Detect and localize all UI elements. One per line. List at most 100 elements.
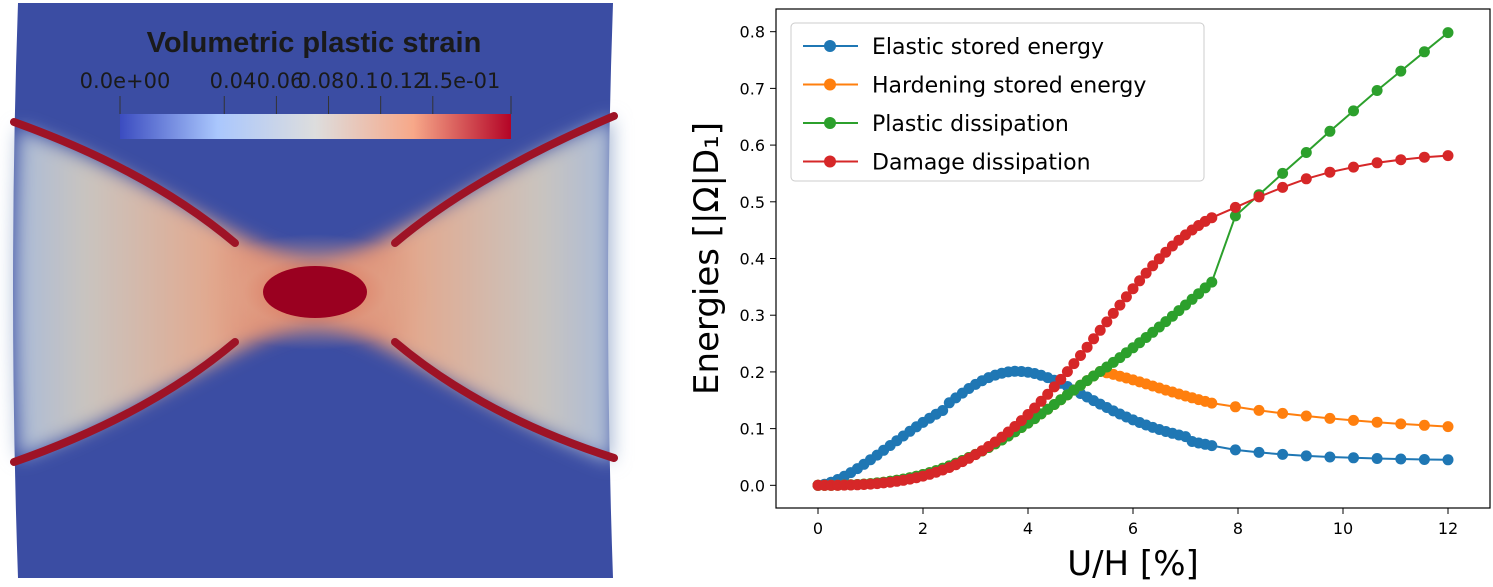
data-point [1140, 267, 1152, 279]
data-point [1035, 395, 1047, 407]
data-point [1120, 291, 1132, 303]
colorbar-tick-label: 0.1 [345, 69, 378, 93]
data-point [1088, 333, 1100, 345]
legend-label: Damage dissipation [872, 151, 1091, 176]
legend-item: Damage dissipation [803, 151, 1091, 176]
colorbar-tick-label: 0.04 [210, 69, 257, 93]
data-point [1395, 418, 1407, 430]
y-tick-label: 0.0 [740, 476, 765, 495]
data-point [1206, 276, 1218, 288]
colorbar-tick-label: 0.0e+00 [80, 69, 171, 93]
data-point [1206, 440, 1218, 452]
colorbar [120, 114, 511, 139]
data-point [1442, 150, 1454, 162]
data-point [1395, 453, 1407, 465]
series-group [812, 27, 1454, 491]
data-point [1253, 446, 1265, 458]
x-tick-label: 8 [1233, 519, 1243, 538]
data-point [1324, 166, 1336, 178]
data-point [1075, 350, 1086, 361]
x-tick-label: 0 [813, 519, 823, 538]
x-tick-label: 4 [1023, 519, 1033, 538]
y-tick-label: 0.5 [740, 193, 765, 212]
data-point [1324, 451, 1336, 463]
data-point [1418, 46, 1430, 58]
data-point [1371, 85, 1383, 96]
data-point [937, 405, 949, 416]
legend-label: Hardening stored energy [872, 74, 1146, 99]
data-point [1277, 407, 1289, 419]
data-point [1324, 125, 1336, 137]
data-point [1094, 324, 1106, 336]
data-point [1277, 448, 1289, 460]
data-point [1055, 373, 1067, 385]
legend-swatch-marker [824, 117, 836, 129]
data-point [1395, 65, 1407, 77]
x-tick-label: 6 [1128, 519, 1138, 538]
y-axis-ticks: 0.00.10.20.30.40.50.60.70.8 [740, 23, 776, 495]
data-point [1300, 147, 1312, 158]
data-point [1442, 27, 1454, 39]
x-axis-ticks: 0 2 4 6 8 10 12 [813, 508, 1458, 538]
data-point [1277, 181, 1289, 193]
data-point [1348, 414, 1359, 426]
data-point [1277, 167, 1289, 179]
data-point [1127, 283, 1139, 295]
data-point [1068, 358, 1080, 370]
data-point [1348, 161, 1359, 173]
data-point [1229, 401, 1241, 413]
data-point [1442, 421, 1454, 433]
x-tick-label: 12 [1438, 519, 1458, 538]
data-point [1418, 419, 1430, 431]
legend-item: Elastic stored energy [803, 35, 1104, 60]
x-tick-label: 10 [1333, 519, 1353, 538]
y-tick-label: 0.6 [740, 136, 765, 155]
legend-swatch-marker [824, 40, 836, 52]
colorbar-tick-label: 1.5e-01 [420, 69, 501, 93]
data-point [1061, 366, 1073, 378]
data-point [1114, 299, 1126, 311]
data-point [1253, 191, 1265, 203]
data-point [1206, 397, 1218, 409]
data-point [1324, 412, 1336, 424]
data-point [1147, 260, 1159, 272]
y-tick-label: 0.1 [740, 420, 765, 439]
data-point [1229, 210, 1241, 222]
colorbar-title: Volumetric plastic strain [147, 27, 482, 59]
y-tick-label: 0.4 [740, 250, 765, 269]
colorbar-tick-label: 0.12 [380, 69, 427, 93]
y-tick-label: 0.3 [740, 306, 765, 325]
data-point [1418, 151, 1430, 163]
data-point [1371, 453, 1383, 464]
data-point [1442, 454, 1454, 466]
data-point [1348, 452, 1359, 464]
legend-label: Plastic dissipation [872, 112, 1069, 137]
data-point [1081, 341, 1093, 353]
y-tick-label: 0.8 [740, 23, 765, 42]
data-point [1395, 154, 1407, 166]
legend-label: Elastic stored energy [872, 35, 1104, 60]
x-axis-label: U/H [%] [1067, 544, 1199, 584]
data-point [1229, 444, 1241, 456]
legend-swatch-marker [824, 78, 836, 91]
data-point [1300, 450, 1312, 462]
legend-swatch-marker [824, 155, 836, 168]
data-point [1048, 381, 1060, 393]
data-point [1107, 307, 1119, 319]
legend-box [790, 22, 1205, 182]
data-point [1300, 410, 1312, 422]
x-tick-label: 2 [918, 519, 928, 538]
data-point [1348, 105, 1359, 117]
y-axis-label: Energies [|Ω|D₁] [687, 122, 727, 395]
legend-item: Hardening stored energy [803, 74, 1146, 99]
max-strain-core [263, 266, 367, 318]
data-point [1253, 404, 1265, 416]
data-point [1134, 275, 1146, 287]
data-point [1418, 454, 1430, 465]
series-elastic-stored-energy [812, 365, 1454, 491]
data-point [1371, 416, 1383, 428]
